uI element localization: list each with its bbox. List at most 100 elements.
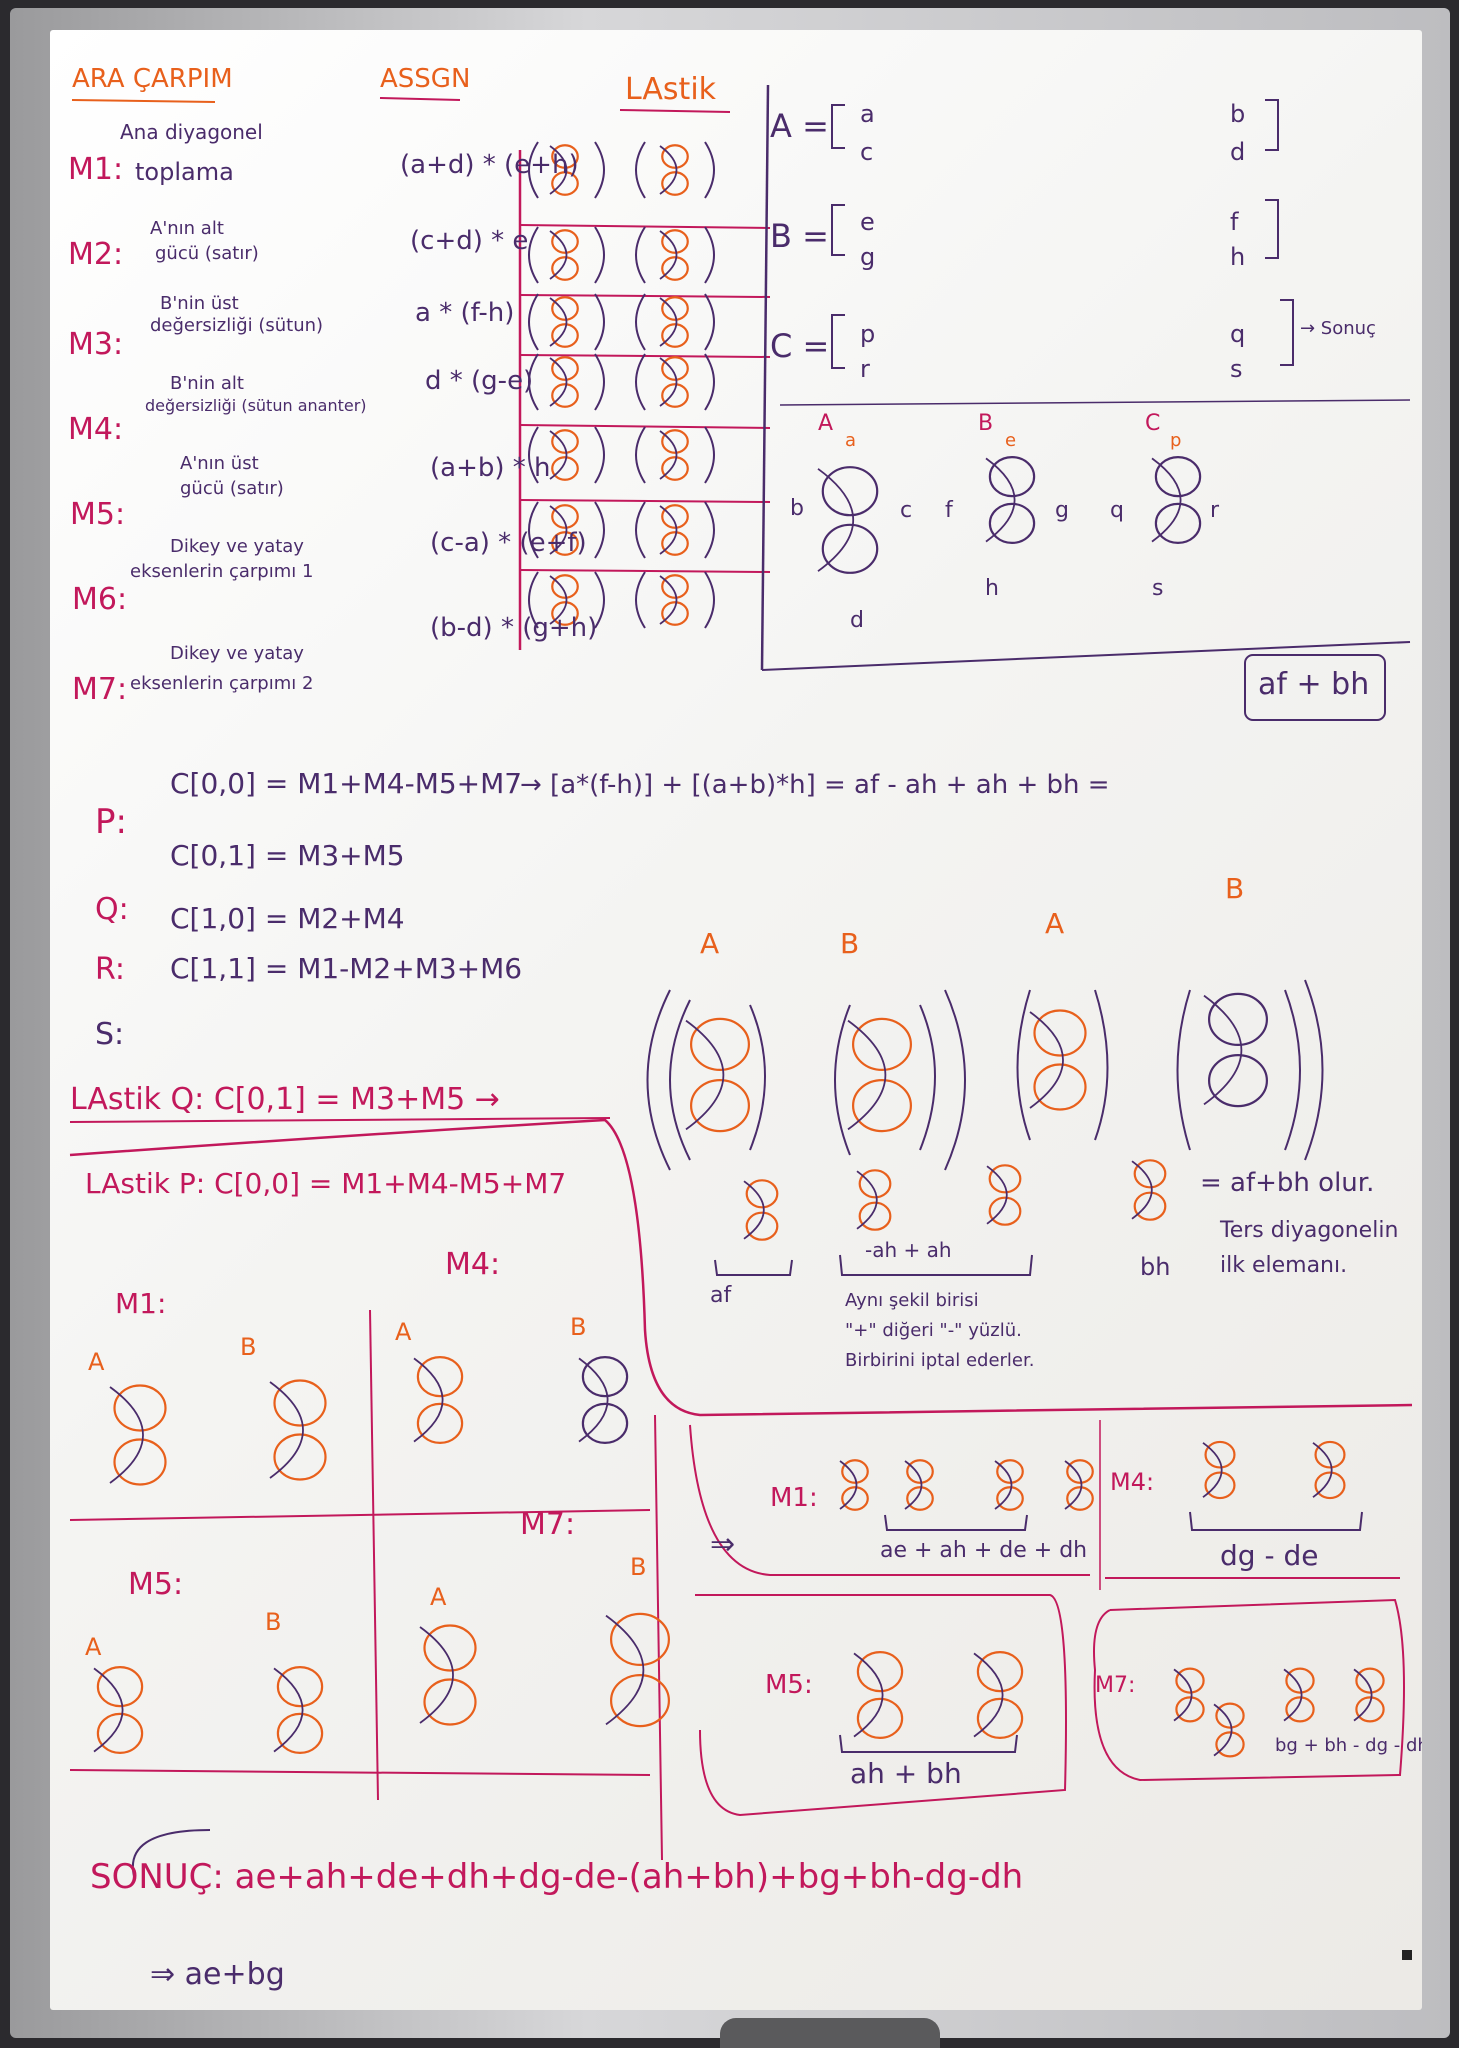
knot-c-left: q xyxy=(1110,498,1124,523)
matrix-b-cell-4: h xyxy=(1230,243,1246,271)
knot-b-title: B xyxy=(978,411,994,436)
lastik-row-5-paren-close-a xyxy=(594,426,605,484)
expansion-m1-label: M1: xyxy=(770,1483,818,1513)
lastik-row-4-paren-open-a xyxy=(528,353,539,411)
m4-desc-line1: B'nin alt xyxy=(170,373,244,394)
result-p-eq: C[0,0] = M1+M4-M5+M7 xyxy=(170,767,523,800)
m7-label: M7: xyxy=(72,672,128,707)
lastik-row-7-paren-close-b xyxy=(704,571,715,629)
expansion-m1-knot-4 xyxy=(1064,1459,1094,1511)
m5-label: M5: xyxy=(70,497,126,532)
lastik-q-mat-b2: B xyxy=(1225,872,1245,905)
result-q-label: Q: xyxy=(95,892,129,927)
expansion-m7-knot-3 xyxy=(1353,1667,1385,1723)
lastik-row-5-paren-close-b xyxy=(704,426,715,484)
lastik-row-3-paren-open-b xyxy=(635,293,646,351)
lastik-p-m7: M7: xyxy=(520,1507,576,1542)
knot-b-top: e xyxy=(1005,430,1017,451)
m1-label: M1: xyxy=(68,152,124,187)
knot-a-bottom: d xyxy=(850,608,864,633)
lastik-q-mat-a: A xyxy=(700,927,720,960)
m6-desc-line2: eksenlerin çarpımı 1 xyxy=(130,561,314,582)
lastik-p-m1-b: B xyxy=(240,1333,257,1361)
matrix-c-cell-1: p xyxy=(860,320,876,348)
knot-c-top: p xyxy=(1170,430,1182,451)
matrix-a-cell-2: b xyxy=(1230,100,1246,128)
result-s-eq: C[1,1] = M1-M2+M3+M6 xyxy=(170,952,523,985)
lastik-q-sum-knot-1 xyxy=(743,1179,779,1241)
lastik-row-1-knot-b xyxy=(659,144,689,196)
m3-desc-line1: B'nin üst xyxy=(160,293,239,314)
matrix-c-name: C = xyxy=(770,327,830,365)
expansion-m4-knot-1 xyxy=(1202,1440,1236,1500)
lastik-q-cancel-3: Birbirini iptal ederler. xyxy=(845,1350,1035,1371)
matrix-a-name: A = xyxy=(770,107,829,145)
lastik-row-1-paren-open-a xyxy=(528,141,539,199)
lastik-row-2-paren-close-a xyxy=(594,226,605,284)
m4-assign: d * (g-e) xyxy=(425,366,534,396)
expansion-m5-knot-2 xyxy=(973,1650,1024,1740)
lastik-p-m7-a: A xyxy=(430,1583,447,1611)
marker-tray xyxy=(720,2018,940,2048)
lastik-p-m1: M1: xyxy=(115,1287,167,1320)
lastik-row-3-paren-open-a xyxy=(528,293,539,351)
lastik-row-2-paren-open-a xyxy=(528,226,539,284)
lastik-row-6-paren-close-b xyxy=(704,501,715,559)
matrix-a-cell-4: d xyxy=(1230,138,1246,166)
result-p-label: P: xyxy=(95,802,127,842)
lastik-q-sum-knot-2 xyxy=(856,1169,892,1231)
expansion-m7-sum: bg + bh - dg - dh xyxy=(1275,1735,1422,1756)
lastik-row-6-paren-open-a xyxy=(528,501,539,559)
m3-assign: a * (f-h) xyxy=(415,298,515,328)
lastik-row-5-knot-a xyxy=(549,429,579,481)
lastik-row-6-knot-b xyxy=(659,504,689,556)
m3-label: M3: xyxy=(68,327,124,362)
lastik-row-7-knot-b xyxy=(659,574,689,626)
header-lastik: LAstik xyxy=(625,72,717,107)
lastik-q-knot-2 xyxy=(847,1017,912,1133)
m2-label: M2: xyxy=(68,237,124,272)
lastik-q-knot-3 xyxy=(1029,1009,1087,1111)
lastik-p-m1-a: A xyxy=(88,1348,105,1376)
m4-desc-line2: değersizliği (sütun ananter) xyxy=(145,396,367,415)
lastik-p-m5-knot-a xyxy=(93,1665,144,1755)
expansion-arrow: ⇒ xyxy=(710,1527,736,1562)
knot-a-right: c xyxy=(900,498,913,523)
lastik-row-3-paren-close-a xyxy=(594,293,605,351)
lastik-q-title: LAstik Q: C[0,1] = M3+M5 → xyxy=(70,1082,500,1117)
expansion-m7-knot-1 xyxy=(1173,1667,1205,1723)
m6-desc-line1: Dikey ve yatay xyxy=(170,536,304,557)
lastik-p-m5-b: B xyxy=(265,1608,282,1636)
result-r-label: R: xyxy=(95,952,126,987)
lastik-row-4-paren-close-a xyxy=(594,353,605,411)
lastik-p-m4-knot-a xyxy=(413,1355,464,1445)
matrix-c-note: → Sonuç xyxy=(1300,318,1376,339)
matrix-knot-b xyxy=(985,456,1036,544)
final-result: ⇒ ae+bg xyxy=(150,1957,285,1992)
m6-assign: (c-a) * (e+f) xyxy=(430,528,587,558)
knot-c-right: r xyxy=(1210,498,1220,523)
matrix-c-cell-4: s xyxy=(1230,355,1243,383)
lastik-p-title: LAstik P: C[0,0] = M1+M4-M5+M7 xyxy=(85,1167,567,1200)
result-s-label: S: xyxy=(95,1017,125,1052)
lastik-p-m7-b: B xyxy=(630,1553,647,1581)
header-ara-carpim: ARA ÇARPIM xyxy=(72,64,233,94)
lastik-q-mat-b: B xyxy=(840,927,860,960)
result-p-expansion: → [a*(f-h)] + [(a+b)*h] = af - ah + ah +… xyxy=(520,770,1110,800)
knot-b-left: f xyxy=(945,498,953,523)
lastik-p-m4-a: A xyxy=(395,1318,412,1346)
lastik-row-6-paren-open-b xyxy=(635,501,646,559)
lastik-q-sum-2: -ah + ah xyxy=(865,1238,952,1262)
m3-desc-line2: değersizliği (sütun) xyxy=(150,315,324,336)
m2-desc-line1: A'nın alt xyxy=(150,218,224,239)
m6-label: M6: xyxy=(72,582,128,617)
knot-a-top: a xyxy=(845,430,857,451)
expansion-m5-knot-1 xyxy=(853,1650,904,1740)
m7-desc-line1: Dikey ve yatay xyxy=(170,643,304,664)
lastik-q-knot-4 xyxy=(1203,992,1268,1108)
m7-desc-line2: eksenlerin çarpımı 2 xyxy=(130,673,314,694)
lastik-row-2-knot-a xyxy=(549,229,579,281)
lastik-row-7-knot-a xyxy=(549,574,579,626)
lastik-p-m4-knot-b xyxy=(578,1355,629,1445)
matrix-a-cell-3: c xyxy=(860,138,874,166)
